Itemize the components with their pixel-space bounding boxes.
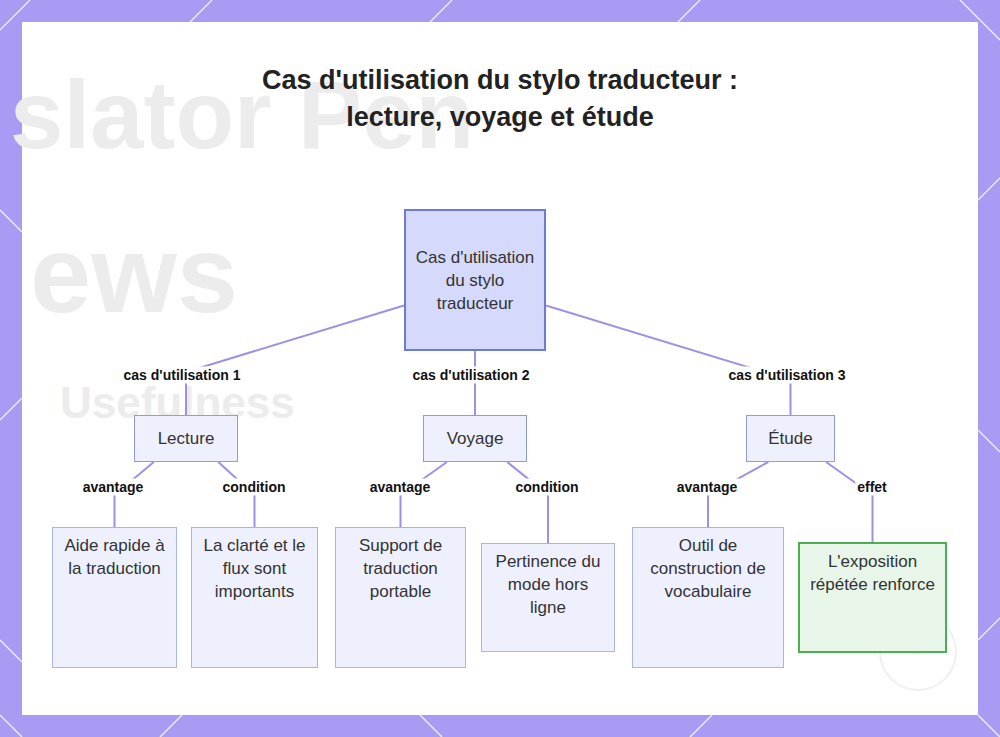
edge-label: avantage bbox=[368, 479, 433, 496]
node-text: Outil de construction de vocabulaire bbox=[641, 534, 775, 603]
root-box: Cas d'utilisation du stylo traducteur bbox=[404, 209, 546, 351]
edge-label: condition bbox=[514, 479, 581, 496]
category-box: Voyage bbox=[423, 415, 527, 462]
edge-label: avantage bbox=[675, 479, 740, 496]
edge-label: effet bbox=[855, 479, 889, 496]
node-text: Cas d'utilisation du stylo traducteur bbox=[414, 246, 536, 315]
edge-label: avantage bbox=[81, 479, 146, 496]
connector-line bbox=[826, 462, 872, 542]
node-text: Voyage bbox=[447, 427, 504, 450]
node-text: Support de traduction portable bbox=[344, 534, 457, 603]
node-text: La clarté et le flux sont importants bbox=[200, 534, 309, 603]
edge-label: condition bbox=[221, 479, 288, 496]
detail-box: La clarté et le flux sont importants bbox=[191, 527, 318, 668]
connector-line bbox=[546, 306, 791, 415]
edge-label: cas d'utilisation 3 bbox=[727, 367, 848, 384]
node-text: L'exposition répétée renforce bbox=[808, 550, 937, 596]
connector-line bbox=[186, 306, 404, 415]
detail-box: Support de traduction portable bbox=[335, 527, 466, 668]
edge-label: cas d'utilisation 2 bbox=[411, 367, 532, 384]
edge-label: cas d'utilisation 1 bbox=[122, 367, 243, 384]
detail-box: L'exposition répétée renforce bbox=[798, 542, 947, 653]
category-box: Étude bbox=[746, 415, 835, 462]
detail-box: Pertinence du mode hors ligne bbox=[481, 543, 615, 652]
detail-box: Aide rapide à la traduction bbox=[52, 527, 177, 668]
connector-line bbox=[507, 462, 548, 543]
category-box: Lecture bbox=[134, 415, 238, 462]
node-text: Pertinence du mode hors ligne bbox=[490, 550, 606, 619]
watermark-text: ews bbox=[30, 210, 238, 337]
node-text: Aide rapide à la traduction bbox=[61, 534, 168, 580]
detail-box: Outil de construction de vocabulaire bbox=[632, 527, 784, 668]
diagram-title: Cas d'utilisation du stylo traducteur : … bbox=[250, 62, 750, 136]
node-text: Lecture bbox=[158, 427, 215, 450]
node-text: Étude bbox=[768, 427, 812, 450]
